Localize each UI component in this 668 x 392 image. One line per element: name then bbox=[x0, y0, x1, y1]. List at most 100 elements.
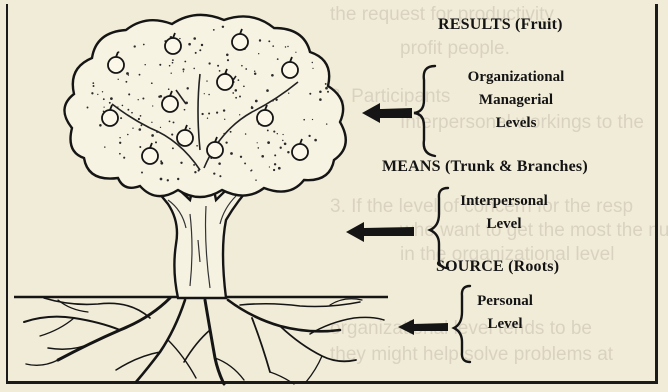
stipple-dot bbox=[168, 88, 170, 90]
stipple-dot bbox=[159, 95, 162, 98]
arrow-results bbox=[362, 103, 412, 123]
stipple-dot bbox=[254, 70, 255, 71]
stipple-dot bbox=[223, 109, 225, 111]
stipple-dot bbox=[189, 128, 191, 130]
stipple-dot bbox=[91, 92, 93, 94]
stipple-dot bbox=[274, 154, 276, 156]
stipple-dot bbox=[235, 89, 238, 92]
stipple-dot bbox=[257, 142, 258, 143]
stipple-dot bbox=[287, 46, 288, 47]
stipple-dot bbox=[303, 119, 305, 121]
stipple-dot bbox=[188, 43, 191, 46]
stipple-dot bbox=[271, 74, 274, 77]
stipple-dot bbox=[245, 133, 247, 135]
stipple-dot bbox=[213, 29, 215, 31]
means-heading: MEANS (Trunk & Branches) bbox=[382, 158, 588, 176]
stipple-dot bbox=[272, 45, 274, 47]
stipple-dot bbox=[172, 62, 174, 64]
level-label: Personal bbox=[466, 290, 544, 313]
stipple-dot bbox=[160, 162, 163, 165]
stipple-dot bbox=[182, 68, 184, 70]
stipple-dot bbox=[241, 65, 243, 67]
stipple-dot bbox=[201, 113, 203, 115]
stipple-dot bbox=[219, 175, 221, 177]
level-label: Levels bbox=[440, 112, 592, 135]
stipple-dot bbox=[230, 131, 232, 133]
stipple-dot bbox=[102, 91, 103, 92]
stipple-dot bbox=[151, 82, 153, 84]
stipple-dot bbox=[284, 143, 287, 146]
stipple-dot bbox=[268, 40, 270, 42]
stipple-dot bbox=[180, 162, 182, 164]
stipple-dot bbox=[224, 119, 225, 120]
stipple-dot bbox=[119, 137, 120, 138]
stipple-dot bbox=[308, 135, 310, 137]
stipple-dot bbox=[261, 155, 264, 158]
stipple-dot bbox=[92, 82, 94, 84]
stipple-dot bbox=[312, 119, 313, 120]
stipple-dot bbox=[109, 102, 111, 104]
stipple-dot bbox=[138, 99, 139, 100]
stipple-dot bbox=[327, 91, 329, 93]
stipple-dot bbox=[238, 79, 240, 81]
stipple-dot bbox=[267, 129, 269, 131]
stipple-dot bbox=[122, 105, 124, 107]
stipple-dot bbox=[193, 68, 195, 70]
stipple-dot bbox=[87, 107, 89, 109]
stipple-dot bbox=[103, 98, 105, 100]
stipple-dot bbox=[319, 91, 322, 94]
stipple-dot bbox=[93, 85, 95, 87]
stipple-dot bbox=[120, 117, 122, 119]
stipple-dot bbox=[275, 99, 277, 101]
stipple-dot bbox=[156, 131, 158, 133]
stipple-dot bbox=[223, 133, 225, 135]
stipple-dot bbox=[151, 134, 154, 137]
stipple-dot bbox=[177, 178, 179, 180]
stipple-dot bbox=[184, 109, 186, 111]
stipple-dot bbox=[143, 44, 145, 46]
stipple-dot bbox=[172, 147, 174, 149]
level-label: Level bbox=[446, 213, 562, 236]
stipple-dot bbox=[159, 64, 161, 66]
stipple-dot bbox=[235, 97, 237, 99]
stipple-dot bbox=[169, 65, 171, 67]
stipple-dot bbox=[183, 71, 184, 72]
stipple-dot bbox=[97, 94, 98, 95]
means-levels: Interpersonal Level bbox=[446, 190, 562, 236]
stipple-dot bbox=[99, 124, 102, 127]
stipple-dot bbox=[213, 172, 215, 174]
stipple-dot bbox=[138, 128, 141, 131]
source-levels: Personal Level bbox=[466, 290, 544, 336]
stipple-dot bbox=[142, 97, 144, 99]
stipple-dot bbox=[325, 83, 327, 85]
stipple-dot bbox=[257, 147, 259, 149]
stipple-dot bbox=[309, 93, 311, 95]
stipple-dot bbox=[127, 109, 129, 111]
stipple-dot bbox=[269, 166, 270, 167]
stipple-dot bbox=[312, 68, 313, 69]
stipple-dot bbox=[259, 39, 261, 41]
stipple-dot bbox=[199, 49, 201, 51]
stipple-dot bbox=[160, 127, 161, 128]
stipple-dot bbox=[258, 53, 259, 54]
stipple-dot bbox=[244, 162, 246, 164]
tree-canopy bbox=[64, 15, 345, 197]
stipple-dot bbox=[267, 141, 270, 144]
stipple-dot bbox=[277, 133, 278, 134]
stipple-dot bbox=[127, 134, 129, 136]
stipple-dot bbox=[207, 118, 208, 119]
stipple-dot bbox=[278, 167, 281, 170]
stipple-dot bbox=[312, 62, 313, 63]
stipple-dot bbox=[319, 98, 322, 101]
stipple-dot bbox=[245, 68, 247, 70]
stipple-dot bbox=[171, 134, 173, 136]
stipple-dot bbox=[144, 64, 145, 65]
stipple-dot bbox=[295, 52, 296, 53]
arrow-source bbox=[398, 319, 448, 335]
stipple-dot bbox=[184, 61, 186, 63]
stipple-dot bbox=[282, 140, 284, 142]
stipple-dot bbox=[160, 178, 163, 181]
brace-results bbox=[414, 66, 435, 156]
stipple-dot bbox=[169, 121, 171, 123]
